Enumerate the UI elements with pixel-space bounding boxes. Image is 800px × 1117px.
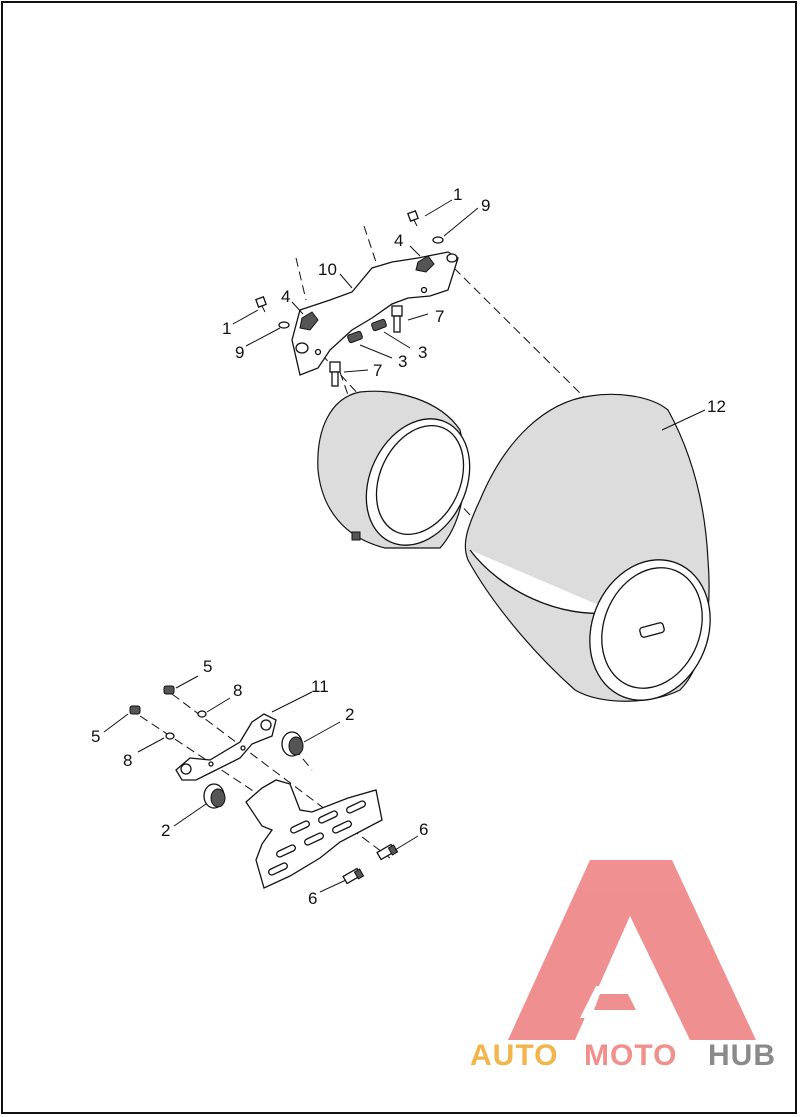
callout-8: 8 (233, 681, 242, 700)
brand-name-moto: MOTO (584, 1039, 677, 1072)
headlamp-nacelle (464, 393, 711, 702)
callout-7: 7 (435, 307, 444, 326)
callout-5: 5 (91, 727, 100, 746)
license-plate-bracket (245, 779, 383, 889)
logo-triangle-mark (508, 860, 756, 1040)
bolt-part-6-left (342, 867, 365, 885)
callout-3: 3 (418, 343, 427, 362)
nut-part-5-upper (163, 685, 175, 695)
callout-4: 4 (394, 231, 403, 250)
callout-2: 2 (161, 821, 170, 840)
washer-part-9-upper (432, 236, 444, 244)
connector-part-3-a (347, 330, 363, 344)
nut-part-5-lower (129, 705, 141, 715)
callout-10: 10 (318, 260, 337, 279)
connector-part-3-b (371, 318, 387, 332)
callout-8: 8 (123, 751, 132, 770)
brand-name-auto: AUTO (470, 1039, 558, 1072)
lower-mounting-bracket (175, 713, 277, 781)
callout-1: 1 (222, 319, 231, 338)
callout-2: 2 (345, 705, 354, 724)
callout-6: 6 (419, 820, 428, 839)
bolt-part-7-upper (391, 305, 403, 333)
callout-6: 6 (308, 889, 317, 908)
callout-5: 5 (203, 657, 212, 676)
washer-part-9-lower (278, 321, 290, 329)
callout-12: 12 (707, 397, 726, 416)
upper-mounting-bracket (291, 251, 459, 376)
washer-part-8-upper (197, 710, 207, 718)
leader-lines-lower (103, 675, 419, 893)
automotohub-logo (508, 860, 756, 1040)
callout-3: 3 (398, 352, 407, 371)
callout-7: 7 (373, 361, 382, 380)
screw-part-1-upper (407, 210, 419, 227)
headlamp-bucket (317, 390, 471, 549)
leader-lines-upper (232, 199, 706, 431)
callout-9: 9 (235, 343, 244, 362)
brand-name-hub: HUB (708, 1039, 776, 1072)
grommet-part-2-left (203, 783, 226, 809)
callout-labels: 1 9 4 10 4 7 1 9 3 3 7 12 5 8 11 2 5 8 2… (91, 185, 726, 908)
bolt-part-7-lower (329, 361, 341, 387)
callout-9: 9 (481, 196, 490, 215)
screw-part-1-lower (255, 296, 267, 313)
clip-part-4-left (299, 311, 319, 331)
bolt-part-6-right (376, 843, 399, 861)
logo-inner-accent (594, 994, 636, 1010)
clip-part-4-right (415, 255, 435, 273)
callout-1: 1 (453, 185, 462, 204)
washer-part-8-lower (165, 732, 175, 740)
callout-11: 11 (311, 677, 329, 696)
grommet-part-2-right (281, 731, 304, 757)
callout-4: 4 (281, 287, 290, 306)
